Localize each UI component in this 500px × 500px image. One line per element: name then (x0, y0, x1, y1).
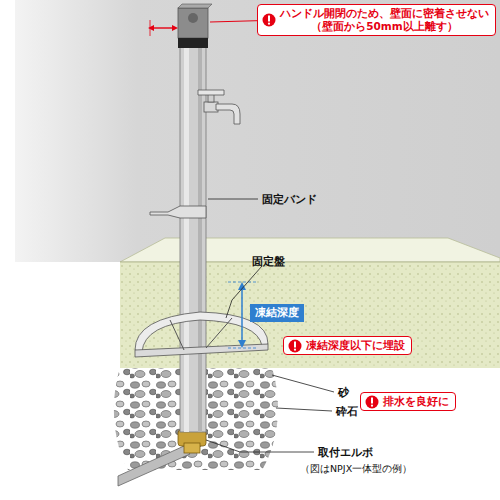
warning-icon (262, 13, 276, 27)
part-label: 固定バンド (262, 193, 317, 206)
leader-lines (206, 199, 334, 452)
part-label: 砂 (338, 386, 349, 399)
ground-section (120, 262, 500, 368)
wall (15, 0, 500, 262)
callout-text: （壁面から50mm以上離す） (280, 20, 489, 33)
warning-callout: 排水を良好に (360, 392, 456, 411)
callout-text: 排水を良好に (383, 395, 449, 408)
gap-arrow (148, 20, 178, 36)
callout-text: 凍結深度 (255, 306, 299, 320)
callout-text: 凍結深度以下に埋設 (306, 339, 405, 352)
warning-callout: 凍結深度以下に埋設 (283, 336, 412, 355)
warning-icon (365, 395, 379, 409)
post (180, 40, 206, 432)
callout-text: ハンドル開閉のため、壁面に密着させない (280, 7, 489, 20)
warning-callout: ハンドル開閉のため、壁面に密着させない（壁面から50mm以上離す） (257, 4, 496, 36)
part-label: 取付エルボ (318, 446, 373, 459)
supply-pipe (118, 446, 190, 486)
part-label: 砕石 (336, 405, 358, 418)
part-label: 固定盤 (252, 255, 285, 268)
part-label: （図はNPJX一体型の例） (300, 462, 412, 475)
depth-tag: 凍結深度 (250, 304, 304, 322)
faucet (198, 90, 240, 124)
warning-icon (288, 339, 302, 353)
ground-top (120, 238, 500, 262)
post-cap (178, 8, 208, 38)
fixing-plate (135, 312, 268, 357)
fixing-band (150, 206, 206, 218)
